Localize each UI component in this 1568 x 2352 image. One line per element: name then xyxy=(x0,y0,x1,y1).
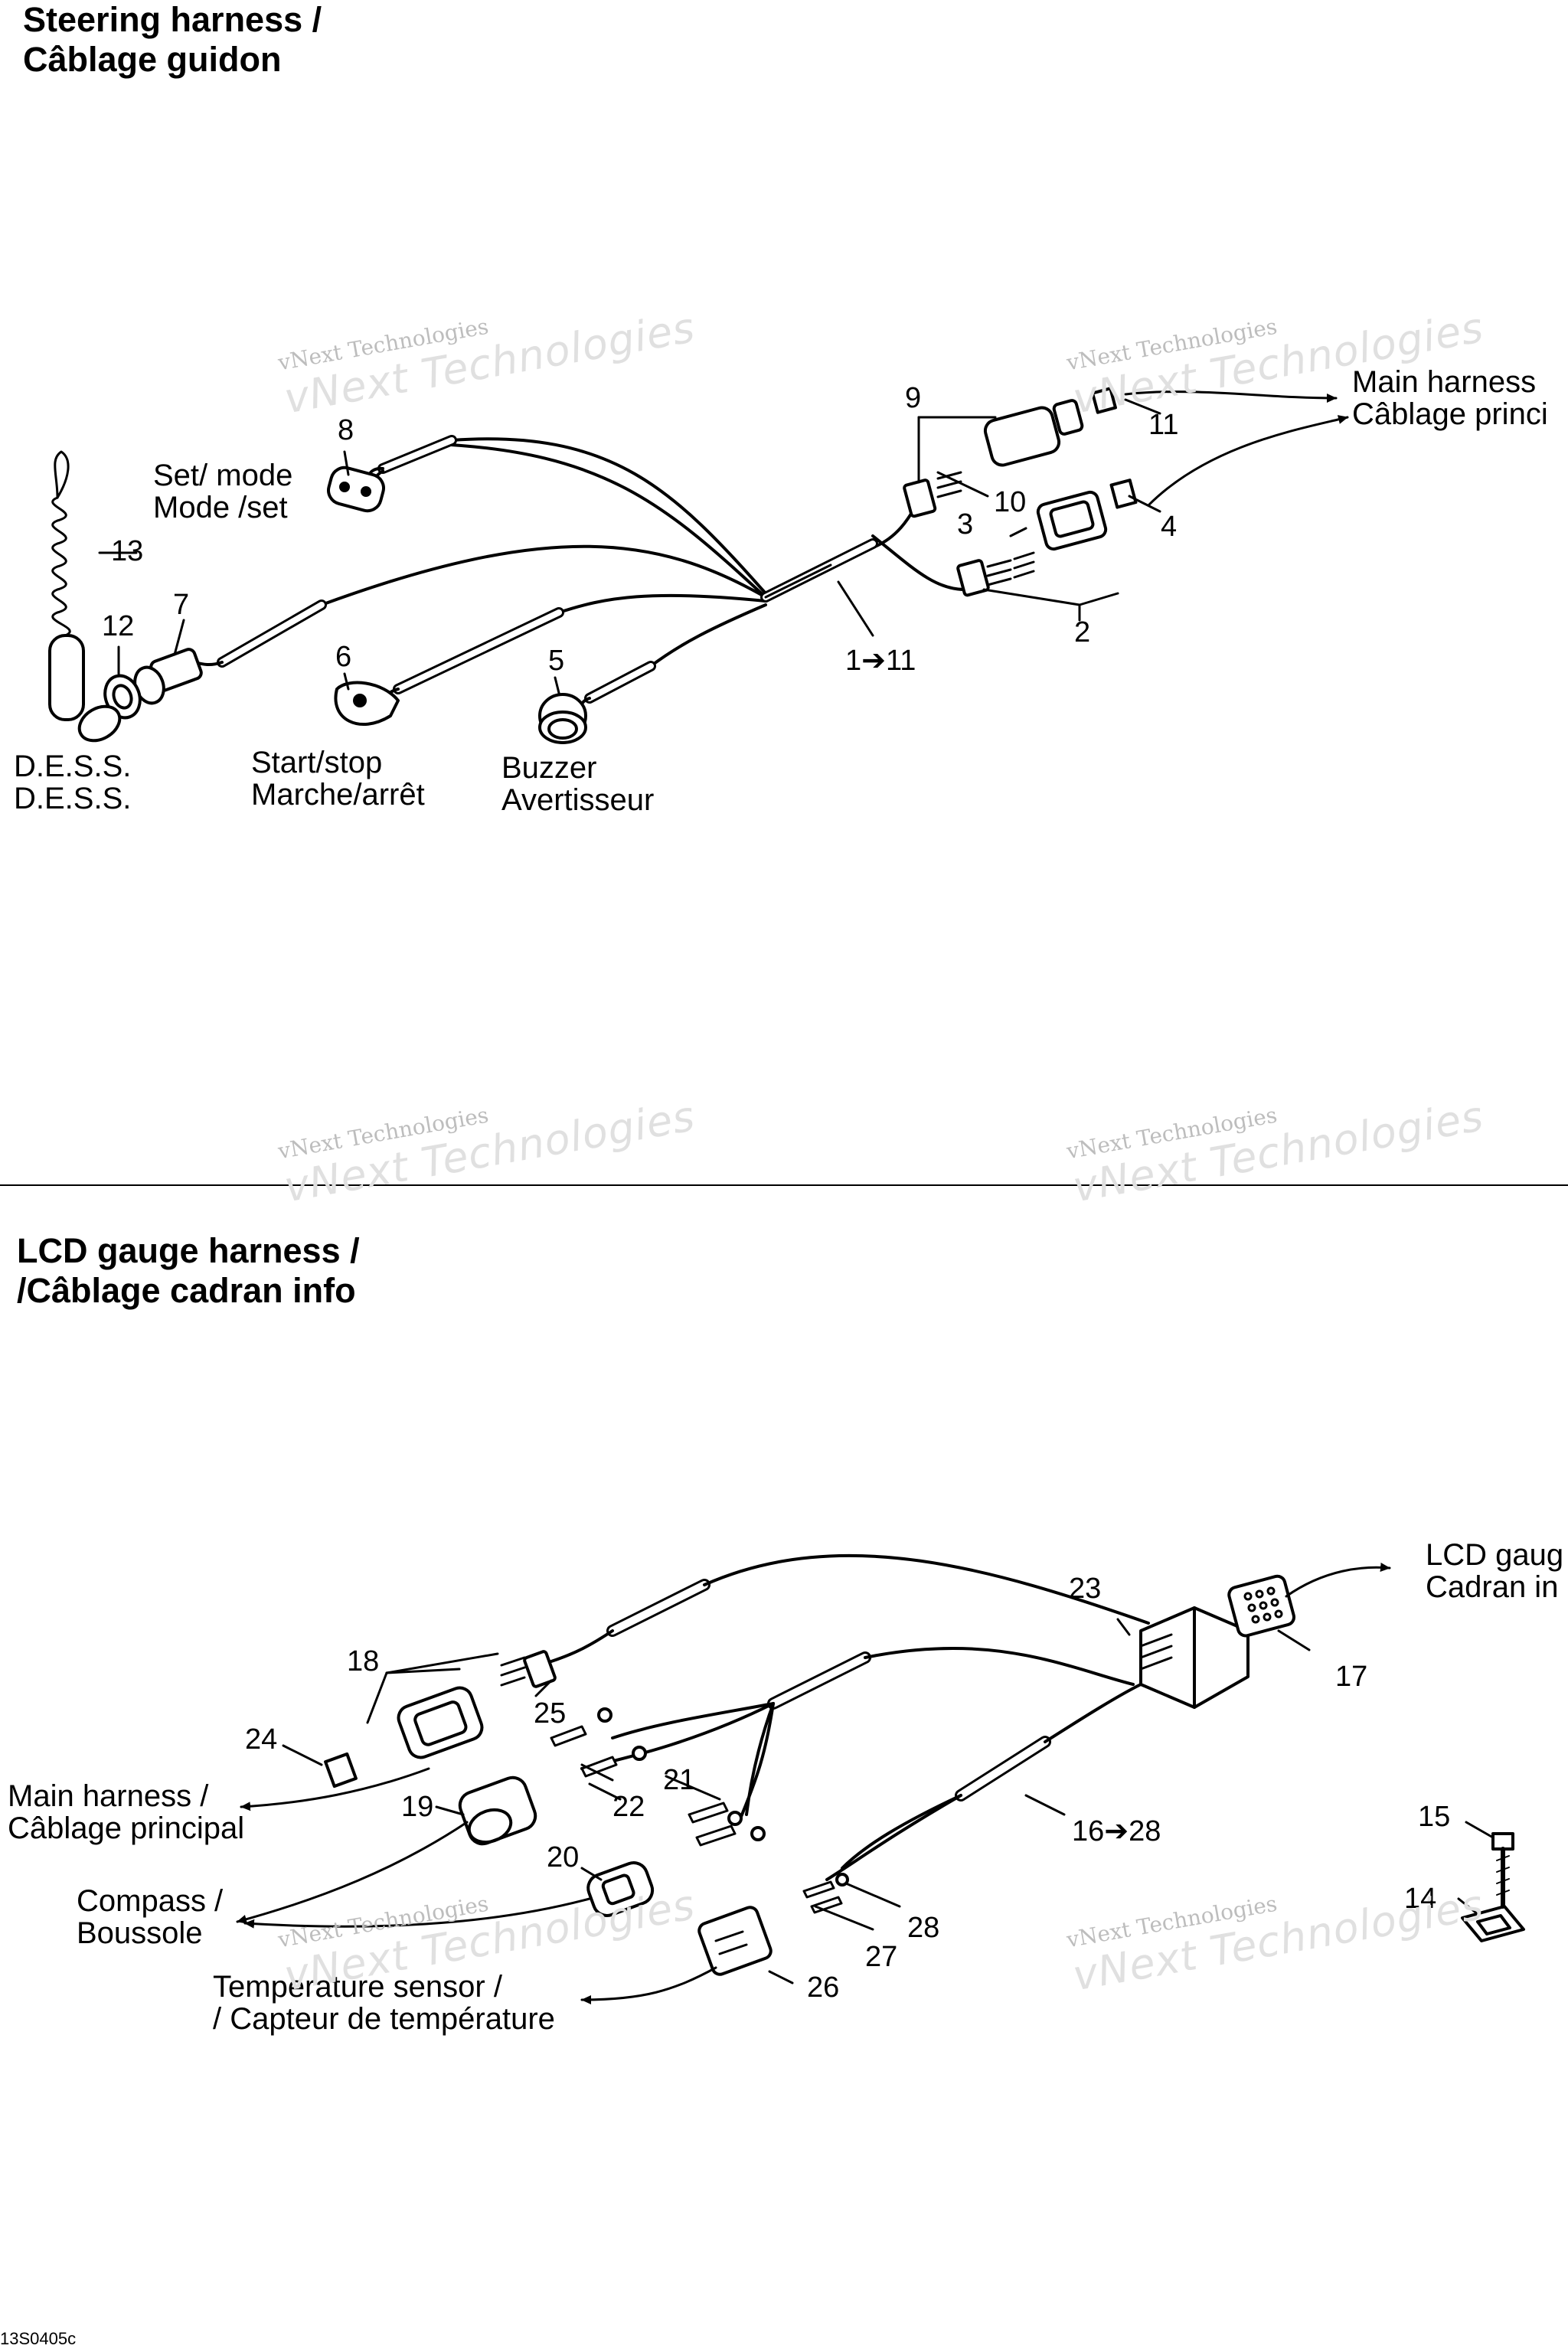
connector-25 xyxy=(523,1650,557,1688)
connector-20 xyxy=(586,1861,655,1917)
callout-range-1-11: 1➔11 xyxy=(845,645,916,677)
connector-3 xyxy=(1036,490,1108,551)
connector-2 xyxy=(956,559,990,597)
steering-section-title: Steering harness / Câblage guidon xyxy=(23,0,322,80)
label-set-mode-en: Set/ mode xyxy=(153,459,293,492)
connector-24-wedge xyxy=(324,1752,358,1788)
callout-5: 5 xyxy=(548,645,565,677)
callout-21: 21 xyxy=(663,1764,696,1796)
connector-9a xyxy=(903,479,937,518)
wire-dess xyxy=(320,544,767,606)
connector-11-wedge xyxy=(1091,387,1117,414)
steering-harness-drawing xyxy=(48,387,1349,744)
callout-12: 12 xyxy=(102,610,135,642)
callout-8: 8 xyxy=(338,414,354,446)
callout-28: 28 xyxy=(907,1912,940,1944)
arrow-to-compass xyxy=(236,1821,469,1924)
lcd-title-line1: LCD gauge harness / xyxy=(17,1231,360,1270)
wire-buzzer xyxy=(649,603,767,668)
arrow-to-main-harness-lcd xyxy=(240,1767,430,1811)
wire-set-mode-2 xyxy=(435,443,767,599)
callout-24: 24 xyxy=(245,1723,278,1756)
label-main-harness-lcd-fr: Câblage principal xyxy=(8,1811,245,1845)
set-mode-switch xyxy=(327,466,385,513)
label-main-harness-fr: Câblage princi xyxy=(1352,397,1548,431)
callout-27: 27 xyxy=(865,1941,898,1973)
callout-10: 10 xyxy=(994,486,1027,518)
label-start-stop-fr: Marche/arrêt xyxy=(251,778,425,812)
label-start-stop-en: Start/stop xyxy=(251,746,383,779)
label-dess: D.E.S.S. D.E.S.S. xyxy=(14,750,131,815)
wire-to-connector-2 xyxy=(871,534,966,591)
callout-2: 2 xyxy=(1074,616,1091,648)
arrow-to-lcd-gauge xyxy=(1285,1563,1391,1598)
callout-4: 4 xyxy=(1161,511,1178,543)
label-buzzer: Buzzer Avertisseur xyxy=(501,752,654,816)
label-buzzer-fr: Avertisseur xyxy=(501,783,655,817)
label-compass-en: Compass / xyxy=(77,1884,224,1918)
label-lcd-gauge-fr: Cadran in xyxy=(1426,1570,1559,1604)
callout-19: 19 xyxy=(401,1791,434,1823)
label-temp-sensor-en: Temperature sensor / xyxy=(213,1970,502,2004)
callout-6: 6 xyxy=(335,641,352,673)
callout-25: 25 xyxy=(534,1697,567,1730)
callout-14: 14 xyxy=(1404,1883,1437,1915)
wire-start-stop xyxy=(557,593,767,614)
connector-9b xyxy=(983,406,1061,467)
connector-4-wedge xyxy=(1109,479,1138,509)
label-main-harness: Main harness Câblage princi xyxy=(1352,366,1548,430)
label-compass-fr: Boussole xyxy=(77,1916,203,1950)
dess-key xyxy=(77,704,122,743)
callout-11: 11 xyxy=(1148,409,1179,441)
label-lcd-gauge-en: LCD gaug xyxy=(1426,1538,1564,1572)
callout-23: 23 xyxy=(1069,1573,1102,1605)
arrow-to-main-harness xyxy=(1124,390,1338,403)
callout-3: 3 xyxy=(957,508,974,541)
clip-14 xyxy=(1461,1905,1525,1942)
callout-range-16-28: 16➔28 xyxy=(1072,1815,1161,1847)
label-compass: Compass / Boussole xyxy=(77,1885,223,1949)
label-dess-en: D.E.S.S. xyxy=(14,750,132,783)
label-main-harness-lcd: Main harness / Câblage principal xyxy=(8,1780,244,1844)
label-set-mode: Set/ mode Mode /set xyxy=(153,459,292,524)
label-temp-sensor-fr: / Capteur de température xyxy=(213,2002,555,2036)
connector-18 xyxy=(397,1686,484,1759)
label-start-stop: Start/stop Marche/arrêt xyxy=(251,746,425,811)
callout-17: 17 xyxy=(1335,1661,1368,1693)
callout-26: 26 xyxy=(807,1971,840,2004)
callout-9: 9 xyxy=(905,382,922,414)
callout-20: 20 xyxy=(547,1841,580,1873)
callout-18: 18 xyxy=(347,1645,380,1677)
connector-17 xyxy=(1227,1574,1296,1638)
callout-7: 7 xyxy=(173,589,190,621)
callout-13: 13 xyxy=(111,535,144,567)
callout-22: 22 xyxy=(612,1791,645,1823)
lcd-title-line2: /Câblage cadran info xyxy=(17,1271,356,1310)
start-stop-switch xyxy=(334,681,400,726)
label-main-harness-en: Main harness xyxy=(1352,365,1537,399)
callout-15: 15 xyxy=(1418,1801,1451,1833)
dess-cap xyxy=(48,634,85,721)
label-main-harness-lcd-en: Main harness / xyxy=(8,1779,209,1813)
steering-title-line1: Steering harness / xyxy=(23,0,322,39)
label-set-mode-fr: Mode /set xyxy=(153,491,288,524)
wire-set-mode xyxy=(450,437,767,595)
label-lcd-gauge: LCD gaug Cadran in xyxy=(1426,1539,1563,1603)
arrow-to-temp-sensor xyxy=(580,1966,717,2004)
connector-26 xyxy=(697,1906,773,1976)
lcd-harness-drawing xyxy=(236,1553,1525,2004)
lcd-section-title: LCD gauge harness / /Câblage cadran info xyxy=(17,1231,360,1311)
label-dess-fr: D.E.S.S. xyxy=(14,782,132,815)
figure-code: 13S0405c xyxy=(0,2329,77,2348)
steering-title-line2: Câblage guidon xyxy=(23,40,282,79)
label-buzzer-en: Buzzer xyxy=(501,751,597,785)
dess-lanyard-coil xyxy=(51,496,71,637)
label-temp-sensor: Temperature sensor / / Capteur de tempér… xyxy=(213,1971,555,2035)
